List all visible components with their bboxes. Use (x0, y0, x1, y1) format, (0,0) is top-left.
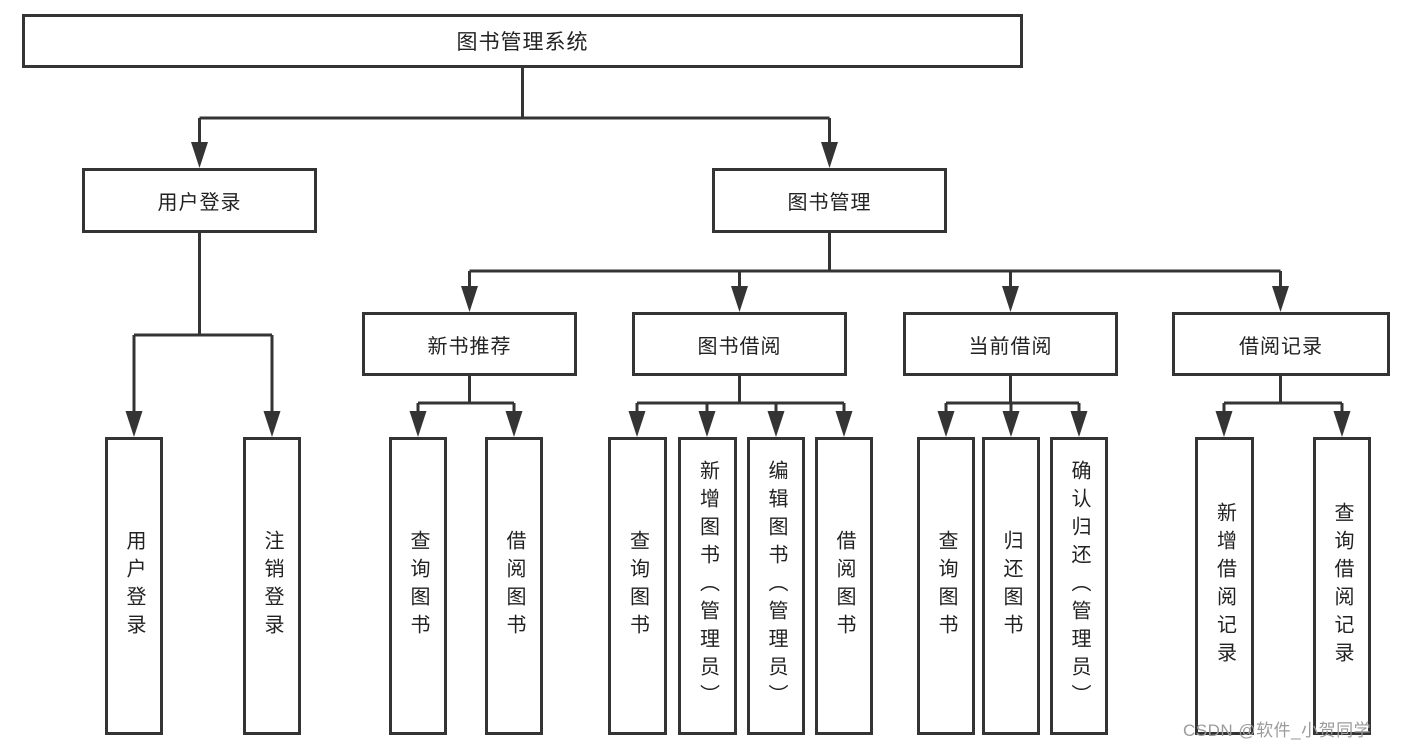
leaf-logout: 注销登录 (243, 437, 301, 735)
csdn-watermark: CSDN @软件_小贺同学 (1183, 721, 1372, 740)
leaf-cb-query-book: 查询图书 (917, 437, 975, 735)
node-current-borrow: 当前借阅 (903, 312, 1118, 376)
leaf-br-add-record: 新增借阅记录 (1195, 437, 1254, 735)
leaf-bb-edit-book: 编辑图书（管理员） (747, 437, 805, 735)
leaf-bb-add-book: 新增图书（管理员） (678, 437, 737, 735)
node-book-borrow: 图书借阅 (632, 312, 847, 376)
leaf-bb-query-book: 查询图书 (608, 437, 667, 735)
leaf-cb-confirm-return: 确认归还（管理员） (1050, 437, 1108, 735)
node-user-login-branch: 用户登录 (82, 168, 317, 233)
leaf-br-query-record: 查询借阅记录 (1313, 437, 1371, 735)
leaf-bb-borrow-book: 借阅图书 (815, 437, 873, 735)
node-root: 图书管理系统 (22, 14, 1023, 68)
leaf-user-login: 用户登录 (105, 437, 163, 735)
node-borrow-records: 借阅记录 (1172, 312, 1390, 376)
leaf-cb-return-book: 归还图书 (982, 437, 1040, 735)
node-new-book-rec: 新书推荐 (362, 312, 577, 376)
arrowheads (125, 142, 1351, 437)
leaf-rec-query-book: 查询图书 (389, 437, 447, 735)
node-book-mgmt-branch: 图书管理 (712, 168, 947, 233)
leaf-rec-borrow-book: 借阅图书 (485, 437, 543, 735)
